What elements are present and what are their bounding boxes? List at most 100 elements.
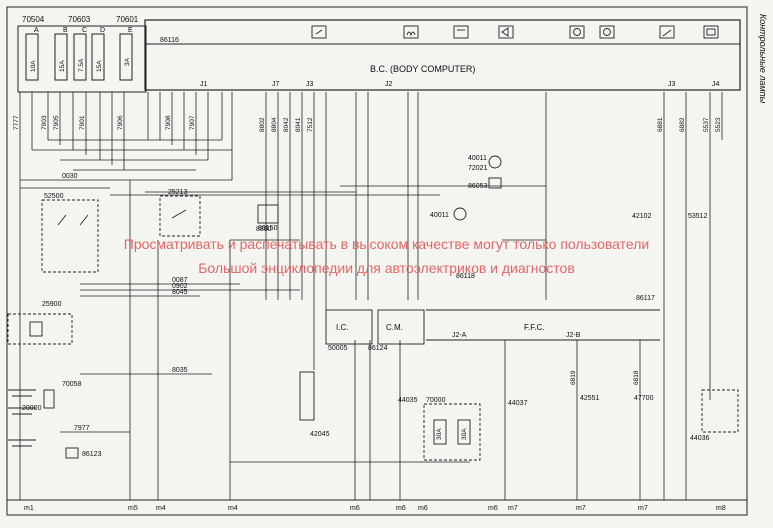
label-40011b: 40011 [430, 212, 449, 219]
screen-icon [703, 25, 719, 39]
relay-box-70000 [423, 403, 481, 461]
diagram-frame [6, 6, 748, 516]
wire-label-0087: 0087 [172, 277, 188, 284]
label-44036: 44036 [690, 435, 710, 442]
fuse-box-label-1: 70504 [22, 15, 45, 24]
label-44035: 44035 [398, 397, 418, 404]
connector-j2: J2 [385, 81, 393, 88]
fuse-rating-3: 7.5A [78, 58, 85, 72]
label-86150: 86150 [258, 225, 278, 232]
label-42045: 42045 [310, 431, 330, 438]
lamp-86123 [65, 447, 79, 459]
module-86150 [257, 204, 279, 224]
j2a-label: J2-A [452, 332, 467, 339]
fuse-pin-d: D [100, 27, 105, 34]
wiper-icon [659, 25, 675, 39]
connector-j4: J4 [712, 81, 720, 88]
module-86053 [488, 177, 502, 189]
label-86117: 86117 [636, 295, 655, 302]
seat-icon [311, 25, 327, 39]
wire-label-5523: 5523 [715, 117, 722, 132]
lamp-40011 [453, 155, 502, 221]
relay-rating-2: 30A [461, 428, 468, 440]
wire-label-8035: 8035 [172, 367, 188, 374]
label-42551: 42551 [580, 395, 600, 402]
wire-label-0902: 0902 [172, 283, 188, 290]
heater-icon [403, 25, 419, 39]
ffc-label: F.F.C. [524, 323, 544, 332]
ground-m5: m5 [128, 505, 138, 512]
label-86118: 86118 [456, 273, 475, 280]
label-25213: 25213 [168, 189, 188, 196]
wire-label-6819: 6819 [570, 370, 577, 385]
wire-label-8042: 8042 [283, 117, 290, 132]
fuse-5 [119, 33, 133, 81]
wire-label-5537: 5537 [703, 117, 710, 132]
wire-label-8800: 8800 [256, 226, 272, 233]
connector-j1: J1 [200, 81, 208, 88]
body-computer-label: B.C. (BODY COMPUTER) [370, 64, 475, 74]
relay-rating-1: 30A [436, 428, 443, 440]
wire-bundle [19, 92, 723, 500]
wire-label-6882: 6882 [679, 117, 686, 132]
label-47700: 47700 [634, 395, 654, 402]
module-cm [377, 309, 425, 345]
j2b-label: J2-B [566, 332, 581, 339]
lamp-icon [599, 25, 615, 39]
relay-25213 [159, 195, 201, 237]
wire-label-7907: 7907 [189, 115, 196, 130]
wire-label-7777: 7777 [13, 115, 20, 130]
label-20000: 20000 [22, 405, 42, 412]
label-50005: 50005 [328, 345, 348, 352]
ground-m8: m8 [716, 505, 726, 512]
wire-label-0030: 0030 [62, 173, 78, 180]
wire-label-7901: 7901 [79, 115, 86, 130]
ground-m4a: m4 [156, 505, 166, 512]
ic-label: I.C. [336, 323, 348, 332]
horn-icon [498, 25, 514, 39]
fuse-rating-5: 3A [124, 57, 131, 66]
fuse-2 [54, 33, 68, 81]
ground-m6a: m6 [350, 505, 360, 512]
wire-label-7906: 7906 [117, 115, 124, 130]
fuse-rating-2: 15A [59, 60, 66, 72]
label-44037: 44037 [508, 400, 528, 407]
label-53512: 53512 [688, 213, 708, 220]
warning-lamp-icon [569, 25, 585, 39]
sensor-70058 [43, 389, 55, 409]
label-25900: 25900 [42, 301, 62, 308]
label-86053: 86053 [468, 183, 488, 190]
label-70058: 70058 [62, 381, 82, 388]
fuse-block [17, 25, 147, 93]
ground-m7b: m7 [576, 505, 586, 512]
ground-m7c: m7 [638, 505, 648, 512]
label-86124: 86124 [368, 345, 388, 352]
switch-25900 [7, 313, 73, 345]
wire-label-7977: 7977 [74, 425, 90, 432]
wire-label-8804: 8804 [271, 117, 278, 132]
label-70000: 70000 [426, 397, 446, 404]
wire-label-8045: 8045 [172, 289, 188, 296]
label-72021: 72021 [468, 165, 488, 172]
label-40011a: 40011 [468, 155, 487, 162]
ground-m6d: m6 [488, 505, 498, 512]
ground-m6c: m6 [418, 505, 428, 512]
wire-label-7908: 7908 [165, 115, 172, 130]
label-42102: 42102 [632, 213, 652, 220]
label-86123: 86123 [82, 451, 102, 458]
wire-label-8041: 8041 [295, 117, 302, 132]
bus-label: 86116 [160, 37, 179, 44]
connector-j3b: J3 [668, 81, 676, 88]
fuse-box-label-2: 70603 [68, 15, 91, 24]
sensor-42045 [299, 371, 315, 421]
label-52500: 52500 [44, 193, 64, 200]
connector-j7: J7 [272, 81, 280, 88]
switch-44036 [701, 389, 739, 433]
wire-label-8802: 8802 [259, 117, 266, 132]
connector-j3a: J3 [306, 81, 314, 88]
side-title: Контрольные лампы [758, 14, 768, 104]
module-ic [325, 309, 373, 345]
ground-m6b: m6 [396, 505, 406, 512]
